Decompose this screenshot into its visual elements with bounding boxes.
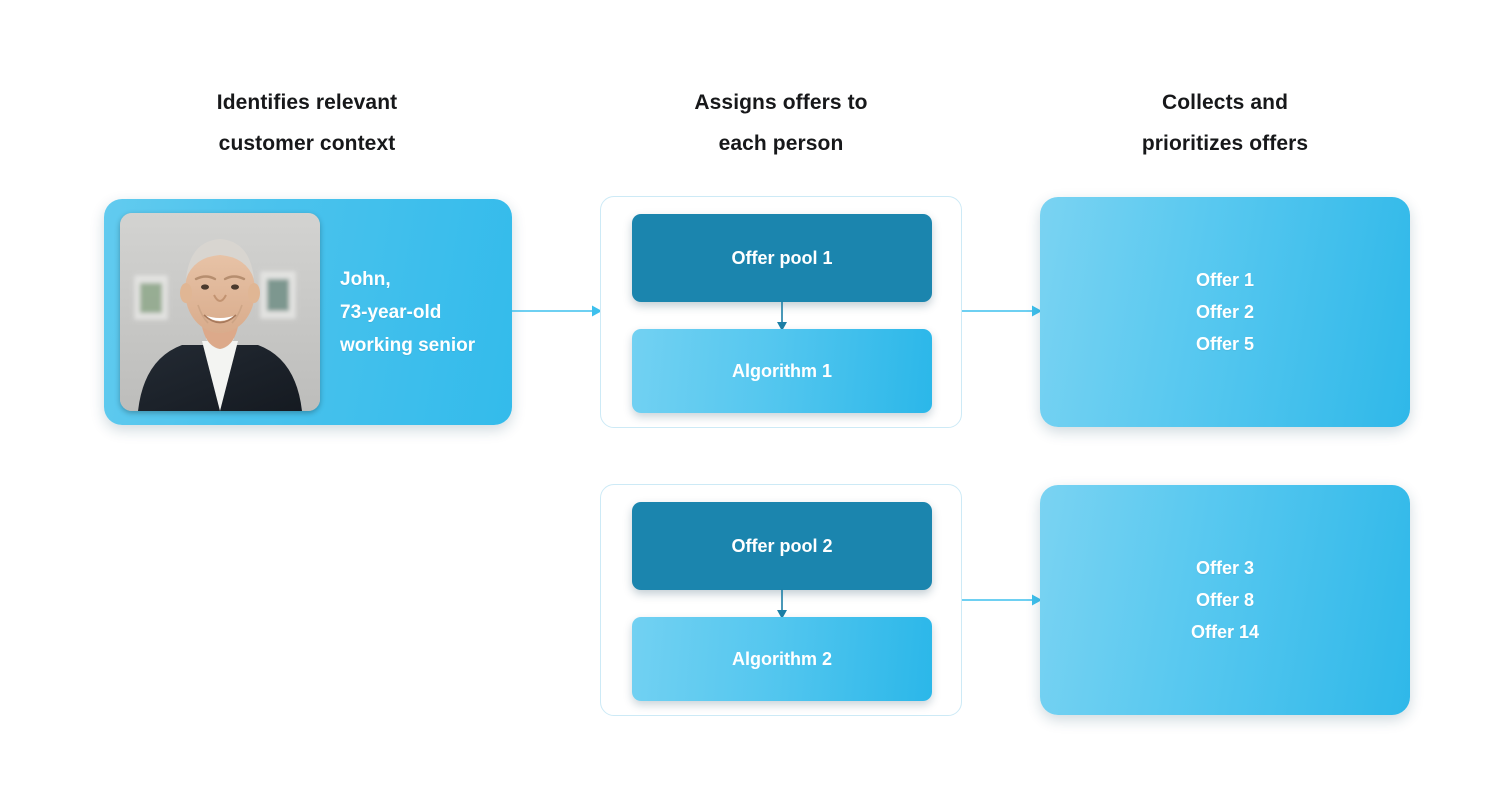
offer-item: Offer 14 (1190, 622, 1260, 642)
heading-line-2: each person (718, 132, 844, 155)
heading-line-1: Assigns offers to (694, 91, 868, 114)
offer-item: Offer 3 (1195, 558, 1255, 578)
offer-pool-2-label: Offer pool 2 (731, 535, 833, 556)
arrow-down-icon (776, 589, 788, 619)
algorithm-1-box[interactable]: Algorithm 1 (632, 329, 932, 413)
offers-result-card-2: Offer 3 Offer 8 Offer 14 (1040, 485, 1410, 715)
algorithm-1-label: Algorithm 1 (731, 360, 832, 381)
customer-name: John, (340, 268, 391, 290)
offer-pool-1-label: Offer pool 1 (731, 247, 833, 268)
heading-line-1: Identifies relevant (216, 91, 398, 114)
customer-description: John, 73-year-old working senior (340, 263, 475, 362)
customer-role: working senior (340, 334, 476, 356)
customer-portrait-photo (120, 213, 320, 411)
heading-line-2: customer context (218, 132, 396, 155)
arrow-right-icon (512, 304, 602, 318)
arrow-down-icon (776, 301, 788, 331)
heading-line-2: prioritizes offers (1141, 132, 1309, 155)
offer-group-1: Offer pool 1 Algorithm 1 (600, 196, 962, 428)
customer-age: 73-year-old (340, 301, 442, 323)
offers-result-card-1: Offer 1 Offer 2 Offer 5 (1040, 197, 1410, 427)
offer-item: Offer 2 (1195, 302, 1255, 322)
heading-line-1: Collects and (1161, 91, 1289, 114)
arrow-right-icon (962, 593, 1042, 607)
offer-item: Offer 8 (1195, 590, 1255, 610)
customer-card: John, 73-year-old working senior (104, 199, 512, 425)
offer-item: Offer 1 (1195, 270, 1255, 290)
algorithm-2-label: Algorithm 2 (731, 648, 832, 669)
offer-pool-2-box[interactable]: Offer pool 2 (632, 502, 932, 590)
offer-pool-1-box[interactable]: Offer pool 1 (632, 214, 932, 302)
column-heading-collect: Collects and prioritizes offers (1075, 82, 1375, 164)
arrow-right-icon (962, 304, 1042, 318)
column-heading-identify: Identifies relevant customer context (157, 82, 457, 164)
offer-item: Offer 5 (1195, 334, 1255, 354)
column-heading-assign: Assigns offers to each person (631, 82, 931, 164)
offer-group-2: Offer pool 2 Algorithm 2 (600, 484, 962, 716)
algorithm-2-box[interactable]: Algorithm 2 (632, 617, 932, 701)
